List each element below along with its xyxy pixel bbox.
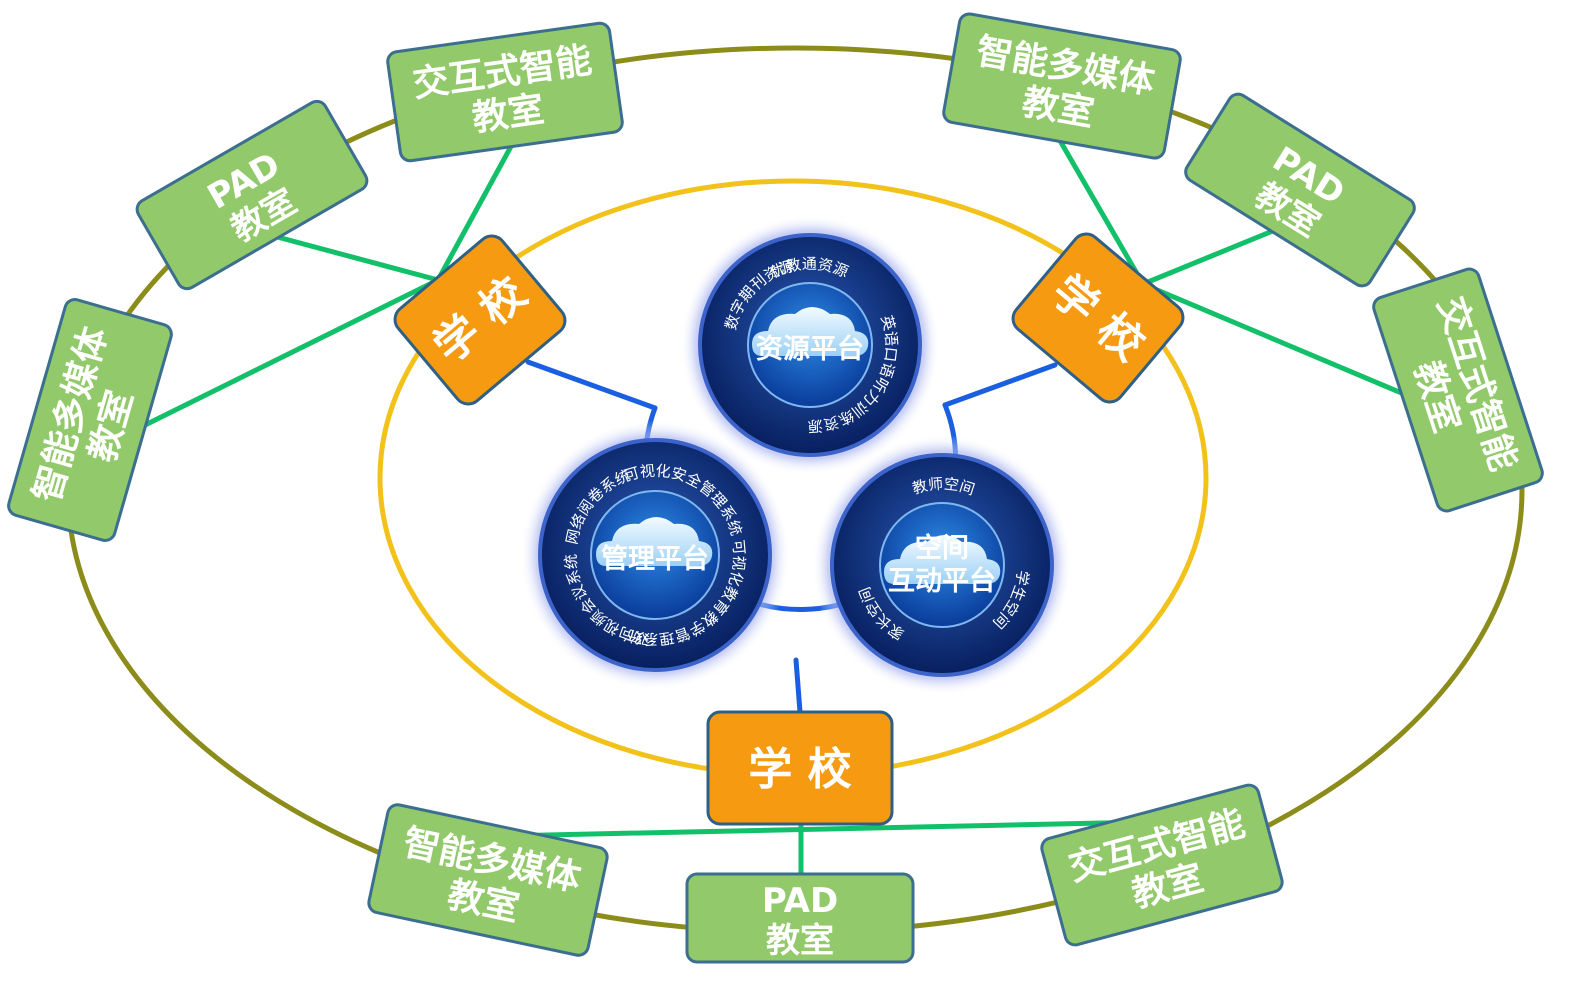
cloud-icon — [884, 535, 1001, 584]
platform-management: 网络阅卷系统 可视化安全管理系统 可视化教育教学管理系统 双向视频会议系统 管理… — [520, 420, 790, 690]
platform-resource: 数字期刊资源 优教通资源 英语口语听力训练资源 资源平台 — [680, 215, 940, 475]
link-left-school-interactive — [435, 127, 523, 283]
school-box-bottom: 学 校 — [706, 710, 894, 826]
classroom-box: PAD 教室 — [135, 99, 369, 291]
classroom-box: PAD 教室 — [685, 872, 915, 964]
classroom-box: 智能多媒体 教室 — [367, 803, 609, 957]
link-left-school-multimedia — [132, 277, 441, 433]
classroom-box: 智能多媒体 教室 — [7, 298, 173, 542]
link-left-school-pad — [267, 232, 441, 283]
cloud-icon — [596, 517, 713, 566]
link-right-school-multimedia — [1052, 129, 1146, 287]
school-box-left: 学 校 — [393, 234, 567, 406]
classroom-box: PAD 教室 — [1184, 92, 1416, 288]
classroom-box: 交互式智能 教室 — [1040, 783, 1284, 947]
classroom-box: 交互式智能 教室 — [386, 21, 624, 163]
link-bottom-crossbar — [497, 819, 1151, 839]
classroom-line-1: PAD — [762, 881, 838, 921]
platform-title: 资源平台 — [756, 333, 864, 365]
link-right-school-interactive — [1140, 281, 1433, 408]
green-links — [132, 127, 1433, 881]
link-left-school-platform — [525, 359, 658, 411]
classroom-line-2: 教室 — [766, 921, 834, 961]
classroom-line-2: 教室 — [470, 89, 547, 140]
platform-interaction: 教师空间 学生空间 家长空间 空间 互动平台 — [812, 435, 1072, 695]
cloud-icon — [752, 307, 869, 356]
school-box-right: 学 校 — [1011, 232, 1185, 404]
classroom-box: 智能多媒体 教室 — [942, 12, 1182, 160]
platform-title-line-2: 互动平台 — [888, 565, 996, 597]
classroom-box: 交互式智能 教室 — [1372, 267, 1544, 513]
platform-title: 管理平台 — [601, 543, 709, 575]
link-bottom-school-platform — [793, 657, 803, 715]
school-label: 学 校 — [748, 744, 851, 795]
platform-title-line-1: 空间 — [915, 532, 969, 564]
link-right-school-platform — [942, 362, 1058, 408]
link-right-school-pad — [1140, 225, 1283, 287]
